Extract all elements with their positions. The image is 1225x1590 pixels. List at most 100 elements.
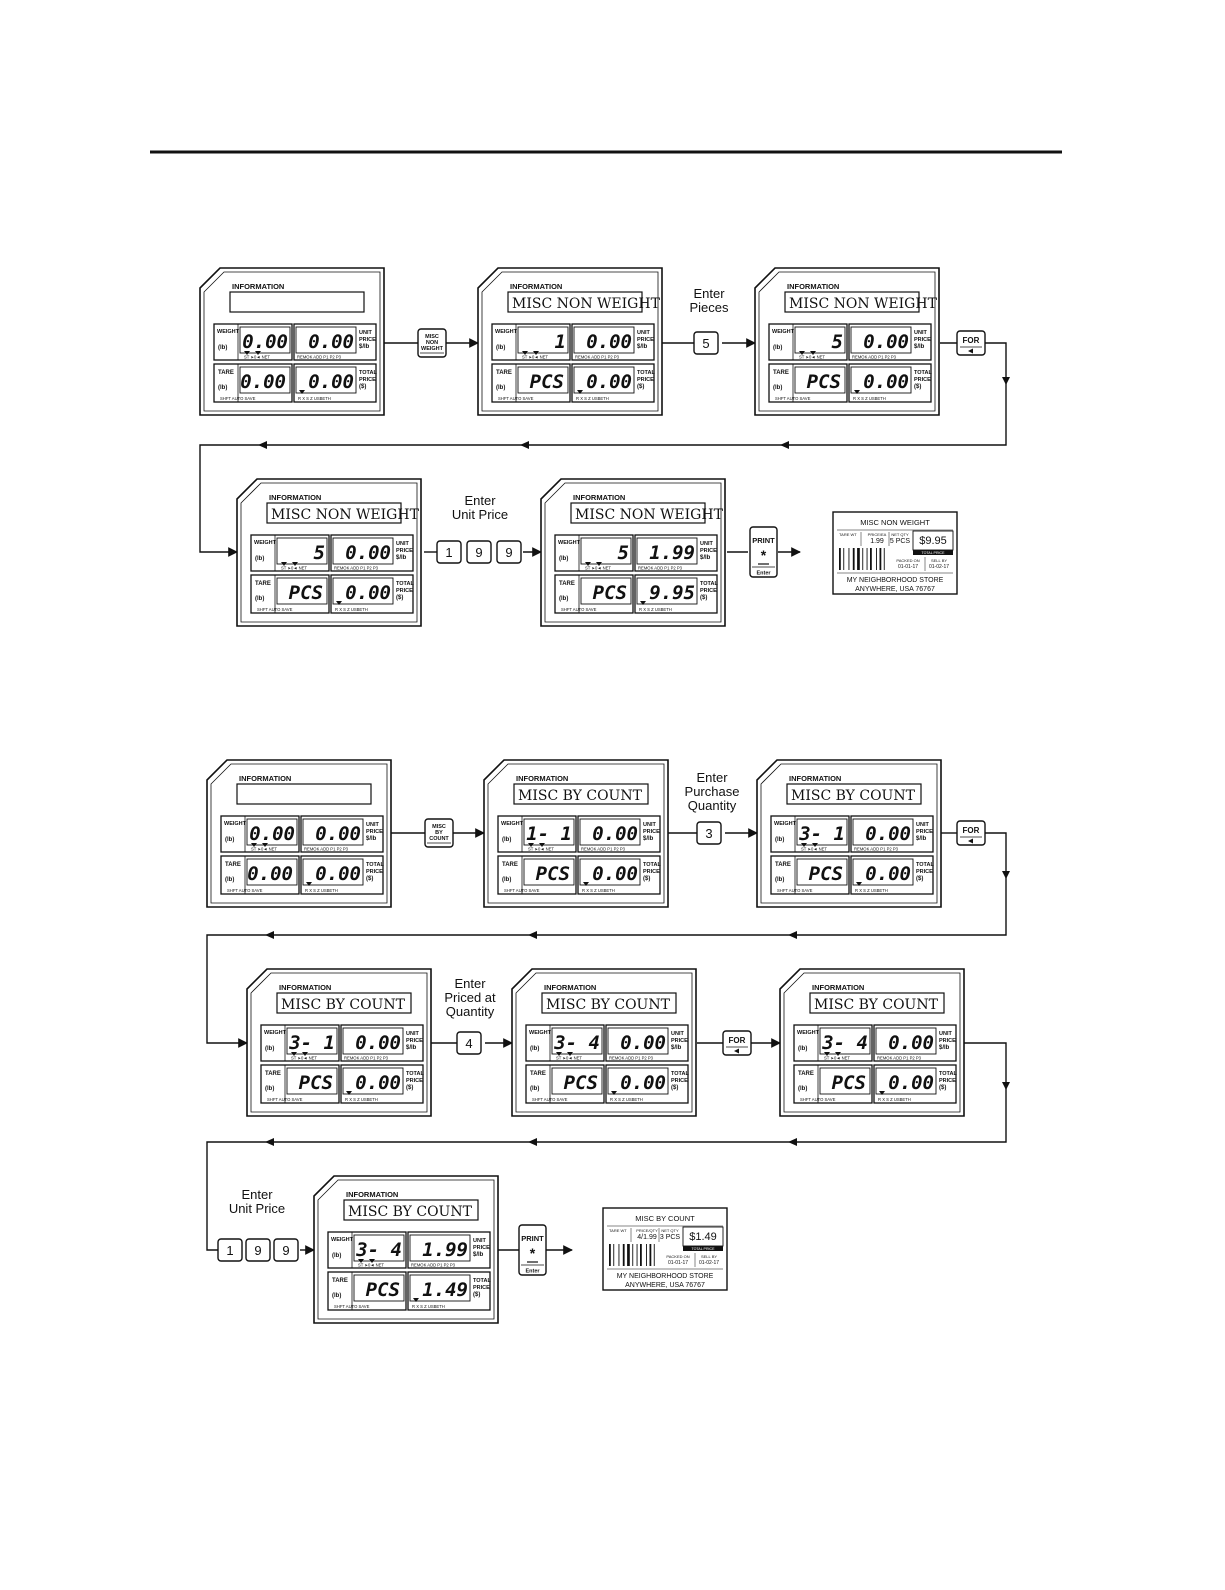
weight-sub-label: ST ➤0◄ NET — [585, 566, 611, 571]
display-frame-inner — [758, 271, 936, 412]
total-price-sub-label: R X S Z USBETH — [305, 888, 338, 893]
weight-sub-label: ST ➤0◄ NET — [801, 847, 827, 852]
tare-lcd — [353, 1274, 405, 1302]
receipt-date-label: SELL BY — [931, 558, 947, 563]
unit-price-sub-label: REMOK ADD P1 P2 P3 — [344, 1056, 389, 1061]
total-price-label: PRICE — [700, 588, 717, 594]
total-price-sub-label: R X S Z USBETH — [853, 396, 886, 401]
receipt-col-value: 3 PCS — [660, 1234, 681, 1241]
tare-value: 0.00 — [247, 863, 293, 885]
receipt-col-label: PRICE/QTY — [636, 1228, 658, 1233]
tare-unit-label: (lb) — [775, 877, 784, 883]
information-label: INFORMATION — [789, 774, 841, 783]
receipt-title: MISC NON WEIGHT — [860, 518, 930, 527]
step-label-enter-purchase-quantity: Enter Purchase Quantity — [672, 771, 752, 813]
label-line: Purchase — [684, 784, 740, 799]
receipt-col-label: NET QTY — [661, 1228, 679, 1233]
information-text: MISC NON WEIGHT — [789, 296, 938, 312]
information-label: INFORMATION — [269, 493, 321, 502]
tare-value: PCS — [299, 1072, 333, 1094]
unit-price-unit: $/lb — [359, 344, 370, 350]
unit-price-label: PRICE — [914, 337, 931, 343]
receipt-store-address: ANYWHERE, USA 76767 — [855, 586, 935, 593]
flow-arrowhead — [780, 441, 789, 449]
information-screen — [786, 783, 922, 805]
unit-price-sub-label: REMOK ADD P1 P2 P3 — [297, 355, 342, 360]
total-price-lcd — [850, 366, 912, 394]
key-body — [693, 331, 719, 355]
unit-price-value: 0.00 — [586, 331, 632, 353]
total-price-value: 0.00 — [863, 371, 909, 393]
unit-price-value: 1.99 — [649, 542, 695, 564]
key-sublabel: Enter — [525, 1269, 540, 1275]
weight-sub-label: ST ➤0◄ NET — [244, 355, 270, 360]
unit-price-sub-label: REMOK ADD P1 P2 P3 — [852, 355, 897, 360]
tare-lcd — [276, 577, 328, 605]
unit-price-unit: $/lb — [366, 836, 377, 842]
weight-unit-label: (lb) — [225, 837, 234, 843]
unit-price-label: UNIT — [914, 330, 927, 336]
unit-price-sub-label: REMOK ADD P1 P2 P3 — [877, 1056, 922, 1061]
flow-arrowhead — [265, 1138, 274, 1146]
weight-indicator-marks — [801, 843, 818, 847]
key-body — [217, 1238, 243, 1262]
key-label: 1 — [445, 545, 452, 560]
total-price-unit: ($) — [700, 595, 707, 601]
information-screen — [513, 783, 649, 805]
unit-price-value: 0.00 — [620, 1032, 666, 1054]
key-label: PRINT — [521, 1234, 544, 1243]
total-indicator-mark — [583, 882, 589, 886]
total-indicator-mark — [640, 601, 646, 605]
total-price-lcd — [607, 1067, 669, 1095]
tare-value: PCS — [564, 1072, 598, 1094]
flow-arrowhead — [528, 931, 537, 939]
total-price-label: PRICE — [359, 377, 376, 383]
tare-label: TARE — [775, 862, 791, 868]
weight-indicator-marks — [358, 1259, 375, 1263]
total-price-unit: ($) — [406, 1085, 413, 1091]
flow-arrowhead — [265, 931, 274, 939]
tare-sub-label: SHFT AUTO SAVE — [532, 1097, 568, 1102]
tare-unit-label: (lb) — [332, 1293, 341, 1299]
total-price-unit: ($) — [637, 384, 644, 390]
tare-lcd — [523, 858, 575, 886]
receipt-title: MISC BY COUNT — [635, 1214, 695, 1223]
key-label: 4 — [465, 1036, 472, 1051]
total-price-label: PRICE — [643, 869, 660, 875]
unit-price-lcd — [573, 326, 635, 354]
weight-lcd — [239, 326, 291, 354]
unit-price-label: UNIT — [473, 1238, 486, 1244]
tare-value: PCS — [536, 863, 570, 885]
key-label: 5 — [702, 336, 709, 351]
key-body — [466, 540, 492, 564]
weight-indicator-marks — [585, 562, 602, 566]
unit-price-value: 0.00 — [315, 823, 361, 845]
weight-label: WEIGHT — [558, 540, 581, 546]
display-frame-inner — [317, 1179, 495, 1320]
key-5: 5 — [693, 331, 719, 355]
weight-value: 5 — [832, 331, 843, 353]
key-body — [456, 1031, 482, 1055]
tare-lcd — [551, 1067, 603, 1095]
information-label: INFORMATION — [239, 774, 291, 783]
unit-price-label: UNIT — [396, 541, 409, 547]
total-price-label: TOTAL — [637, 370, 655, 376]
key-body — [749, 526, 778, 578]
tare-unit-label: (lb) — [798, 1086, 807, 1092]
key-symbol: * — [530, 1245, 536, 1261]
unit-price-label: UNIT — [637, 330, 650, 336]
weight-sub-label: ST ➤0◄ NET — [358, 1263, 384, 1268]
unit-price-label: PRICE — [396, 548, 413, 554]
flow-arrowhead — [1002, 1082, 1010, 1090]
unit-price-lcd — [332, 537, 394, 565]
receipt-total-label: TOTAL PRICE — [691, 1247, 715, 1251]
weight-lcd — [551, 1027, 603, 1055]
total-indicator-mark — [879, 1091, 885, 1095]
